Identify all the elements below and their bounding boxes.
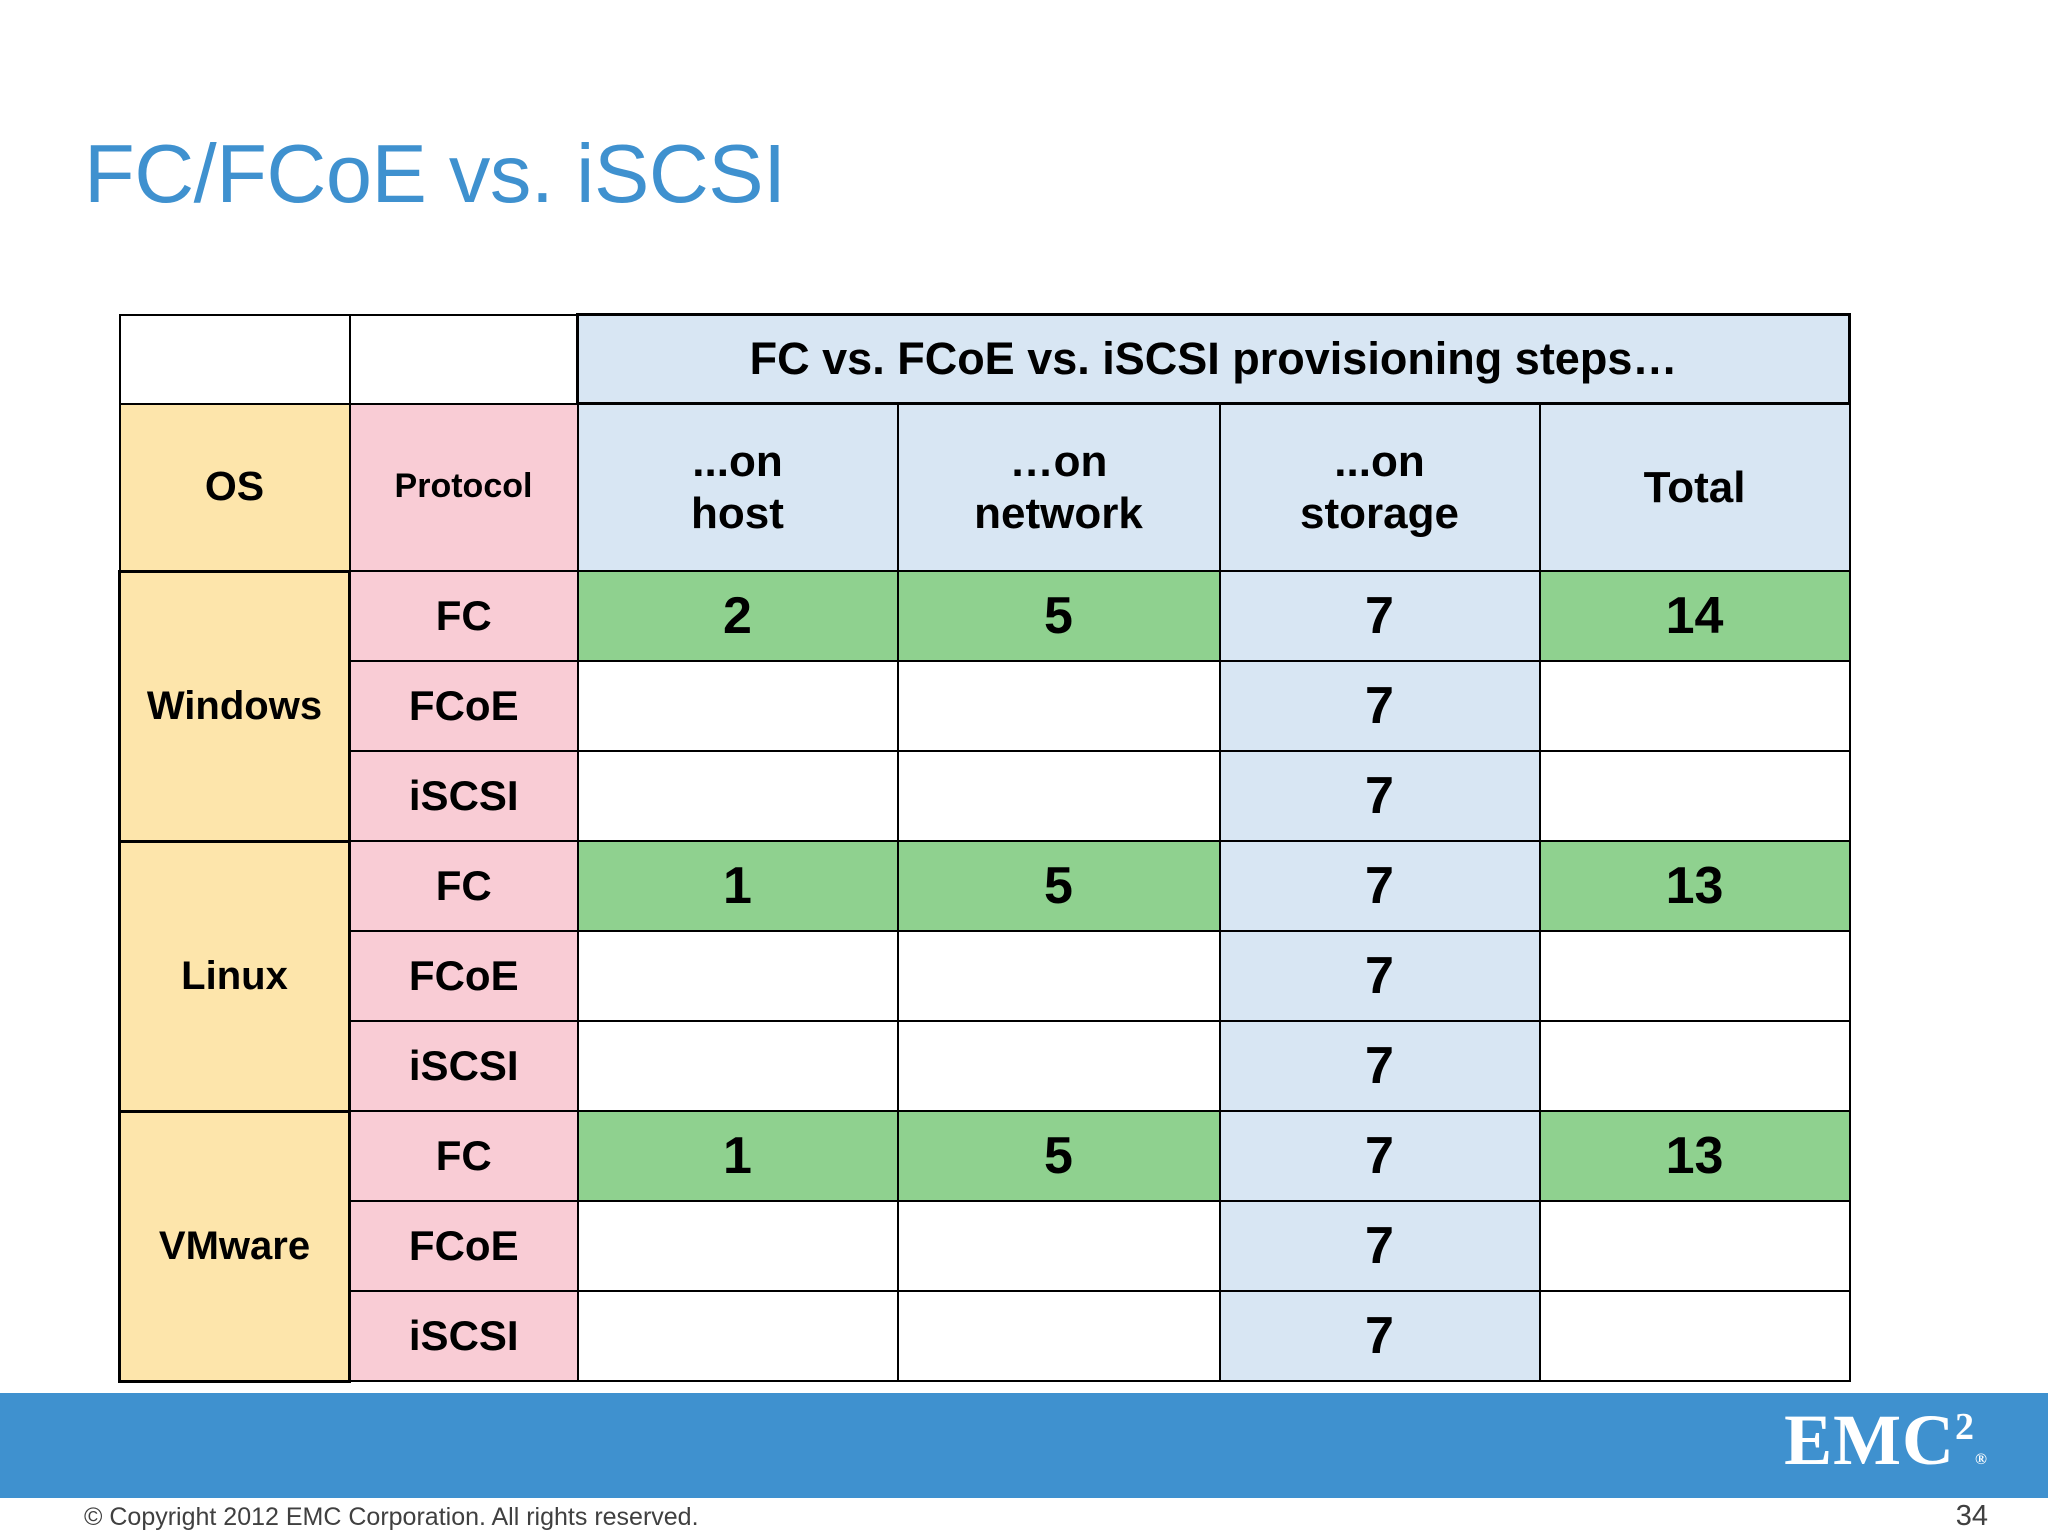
value-cell-host: 1 xyxy=(576,1110,899,1202)
value-cell-storage: 7 xyxy=(1218,1290,1541,1382)
value-cell-storage: 7 xyxy=(1218,1110,1541,1202)
value-cell-total xyxy=(1538,1290,1851,1382)
value-cell-host xyxy=(576,1290,899,1382)
value-cell-storage: 7 xyxy=(1218,930,1541,1022)
group-header-row: FC vs. FCoE vs. iSCSI provisioning steps… xyxy=(118,313,1851,405)
column-header-protocol: Protocol xyxy=(348,402,579,572)
value-cell-storage: 7 xyxy=(1218,750,1541,842)
value-cell-host: 1 xyxy=(576,840,899,932)
column-header-on-storage-line2: storage xyxy=(1300,488,1459,538)
protocol-cell: FCoE xyxy=(348,1200,579,1292)
column-header-on-network-line2: network xyxy=(974,488,1143,538)
value-cell-total: 13 xyxy=(1538,840,1851,932)
provisioning-steps-table: FC vs. FCoE vs. iSCSI provisioning steps… xyxy=(118,313,1851,1383)
protocol-cell: FC xyxy=(348,570,579,662)
os-group-cell-linux: Linux xyxy=(118,839,351,1113)
value-cell-total xyxy=(1538,1200,1851,1292)
spacer-cell-protocol xyxy=(348,313,579,405)
protocol-cell: iSCSI xyxy=(348,750,579,842)
protocol-cell: FCoE xyxy=(348,930,579,1022)
column-header-on-storage-line1: ...on xyxy=(1334,437,1425,487)
table-body: FC vs. FCoE vs. iSCSI provisioning steps… xyxy=(118,313,1851,1383)
value-cell-host xyxy=(576,660,899,752)
column-header-os: OS xyxy=(118,402,351,572)
copyright-notice: © Copyright 2012 EMC Corporation. All ri… xyxy=(84,1503,699,1531)
column-header-on-host-line1: ...on xyxy=(692,437,783,487)
column-header-on-host: ...on host xyxy=(576,402,899,572)
column-header-on-network-line1: …on xyxy=(1009,437,1108,487)
spacer-cell-os xyxy=(118,313,351,405)
value-cell-host: 2 xyxy=(576,570,899,662)
value-cell-network xyxy=(896,1020,1221,1112)
provisioning-steps-table-wrapper: FC vs. FCoE vs. iSCSI provisioning steps… xyxy=(118,313,1851,1383)
column-header-on-storage: ...on storage xyxy=(1218,402,1541,572)
value-cell-storage: 7 xyxy=(1218,660,1541,752)
value-cell-total xyxy=(1538,660,1851,752)
protocol-cell: FC xyxy=(348,1110,579,1202)
value-cell-total xyxy=(1538,750,1851,842)
value-cell-storage: 7 xyxy=(1218,1200,1541,1292)
column-header-row: OS Protocol ...on host …on network ...on… xyxy=(118,402,1851,572)
value-cell-network xyxy=(896,1200,1221,1292)
page-title: FC/FCoE vs. iSCSI xyxy=(84,127,786,220)
value-cell-total xyxy=(1538,930,1851,1022)
value-cell-network: 5 xyxy=(896,840,1221,932)
table-row: iSCSI 7 xyxy=(120,1290,1851,1382)
table-row: FCoE 7 xyxy=(120,660,1851,752)
column-header-on-network: …on network xyxy=(896,402,1221,572)
value-cell-storage: 7 xyxy=(1218,840,1541,932)
value-cell-network: 5 xyxy=(896,1110,1221,1202)
value-cell-network xyxy=(896,660,1221,752)
emc-logo-text: EMC xyxy=(1784,1400,1956,1480)
value-cell-host xyxy=(576,750,899,842)
table-row: FCoE 7 xyxy=(120,1200,1851,1292)
footer-bar xyxy=(0,1393,2048,1498)
table-row: iSCSI 7 xyxy=(120,1020,1851,1112)
value-cell-network xyxy=(896,930,1221,1022)
value-cell-total: 14 xyxy=(1538,570,1851,662)
emc-logo: EMC2® xyxy=(1784,1404,1988,1476)
table-row: FCoE 7 xyxy=(120,930,1851,1022)
value-cell-storage: 7 xyxy=(1218,1020,1541,1112)
emc-logo-superscript: 2 xyxy=(1955,1406,1976,1448)
table-row: iSCSI 7 xyxy=(120,750,1851,842)
column-header-on-host-line2: host xyxy=(691,488,784,538)
value-cell-network xyxy=(896,750,1221,842)
value-cell-host xyxy=(576,1020,899,1112)
os-group-cell-vmware: VMware xyxy=(118,1109,351,1383)
page-number: 34 xyxy=(1955,1500,1988,1532)
value-cell-network xyxy=(896,1290,1221,1382)
protocol-cell: iSCSI xyxy=(348,1290,579,1382)
value-cell-network: 5 xyxy=(896,570,1221,662)
value-cell-total: 13 xyxy=(1538,1110,1851,1202)
protocol-cell: FCoE xyxy=(348,660,579,752)
table-group-header: FC vs. FCoE vs. iSCSI provisioning steps… xyxy=(576,313,1851,405)
value-cell-storage: 7 xyxy=(1218,570,1541,662)
column-header-total: Total xyxy=(1538,402,1851,572)
value-cell-host xyxy=(576,1200,899,1292)
registered-mark-icon: ® xyxy=(1975,1451,1988,1468)
protocol-cell: iSCSI xyxy=(348,1020,579,1112)
value-cell-total xyxy=(1538,1020,1851,1112)
os-group-cell-windows: Windows xyxy=(118,569,351,843)
protocol-cell: FC xyxy=(348,840,579,932)
value-cell-host xyxy=(576,930,899,1022)
